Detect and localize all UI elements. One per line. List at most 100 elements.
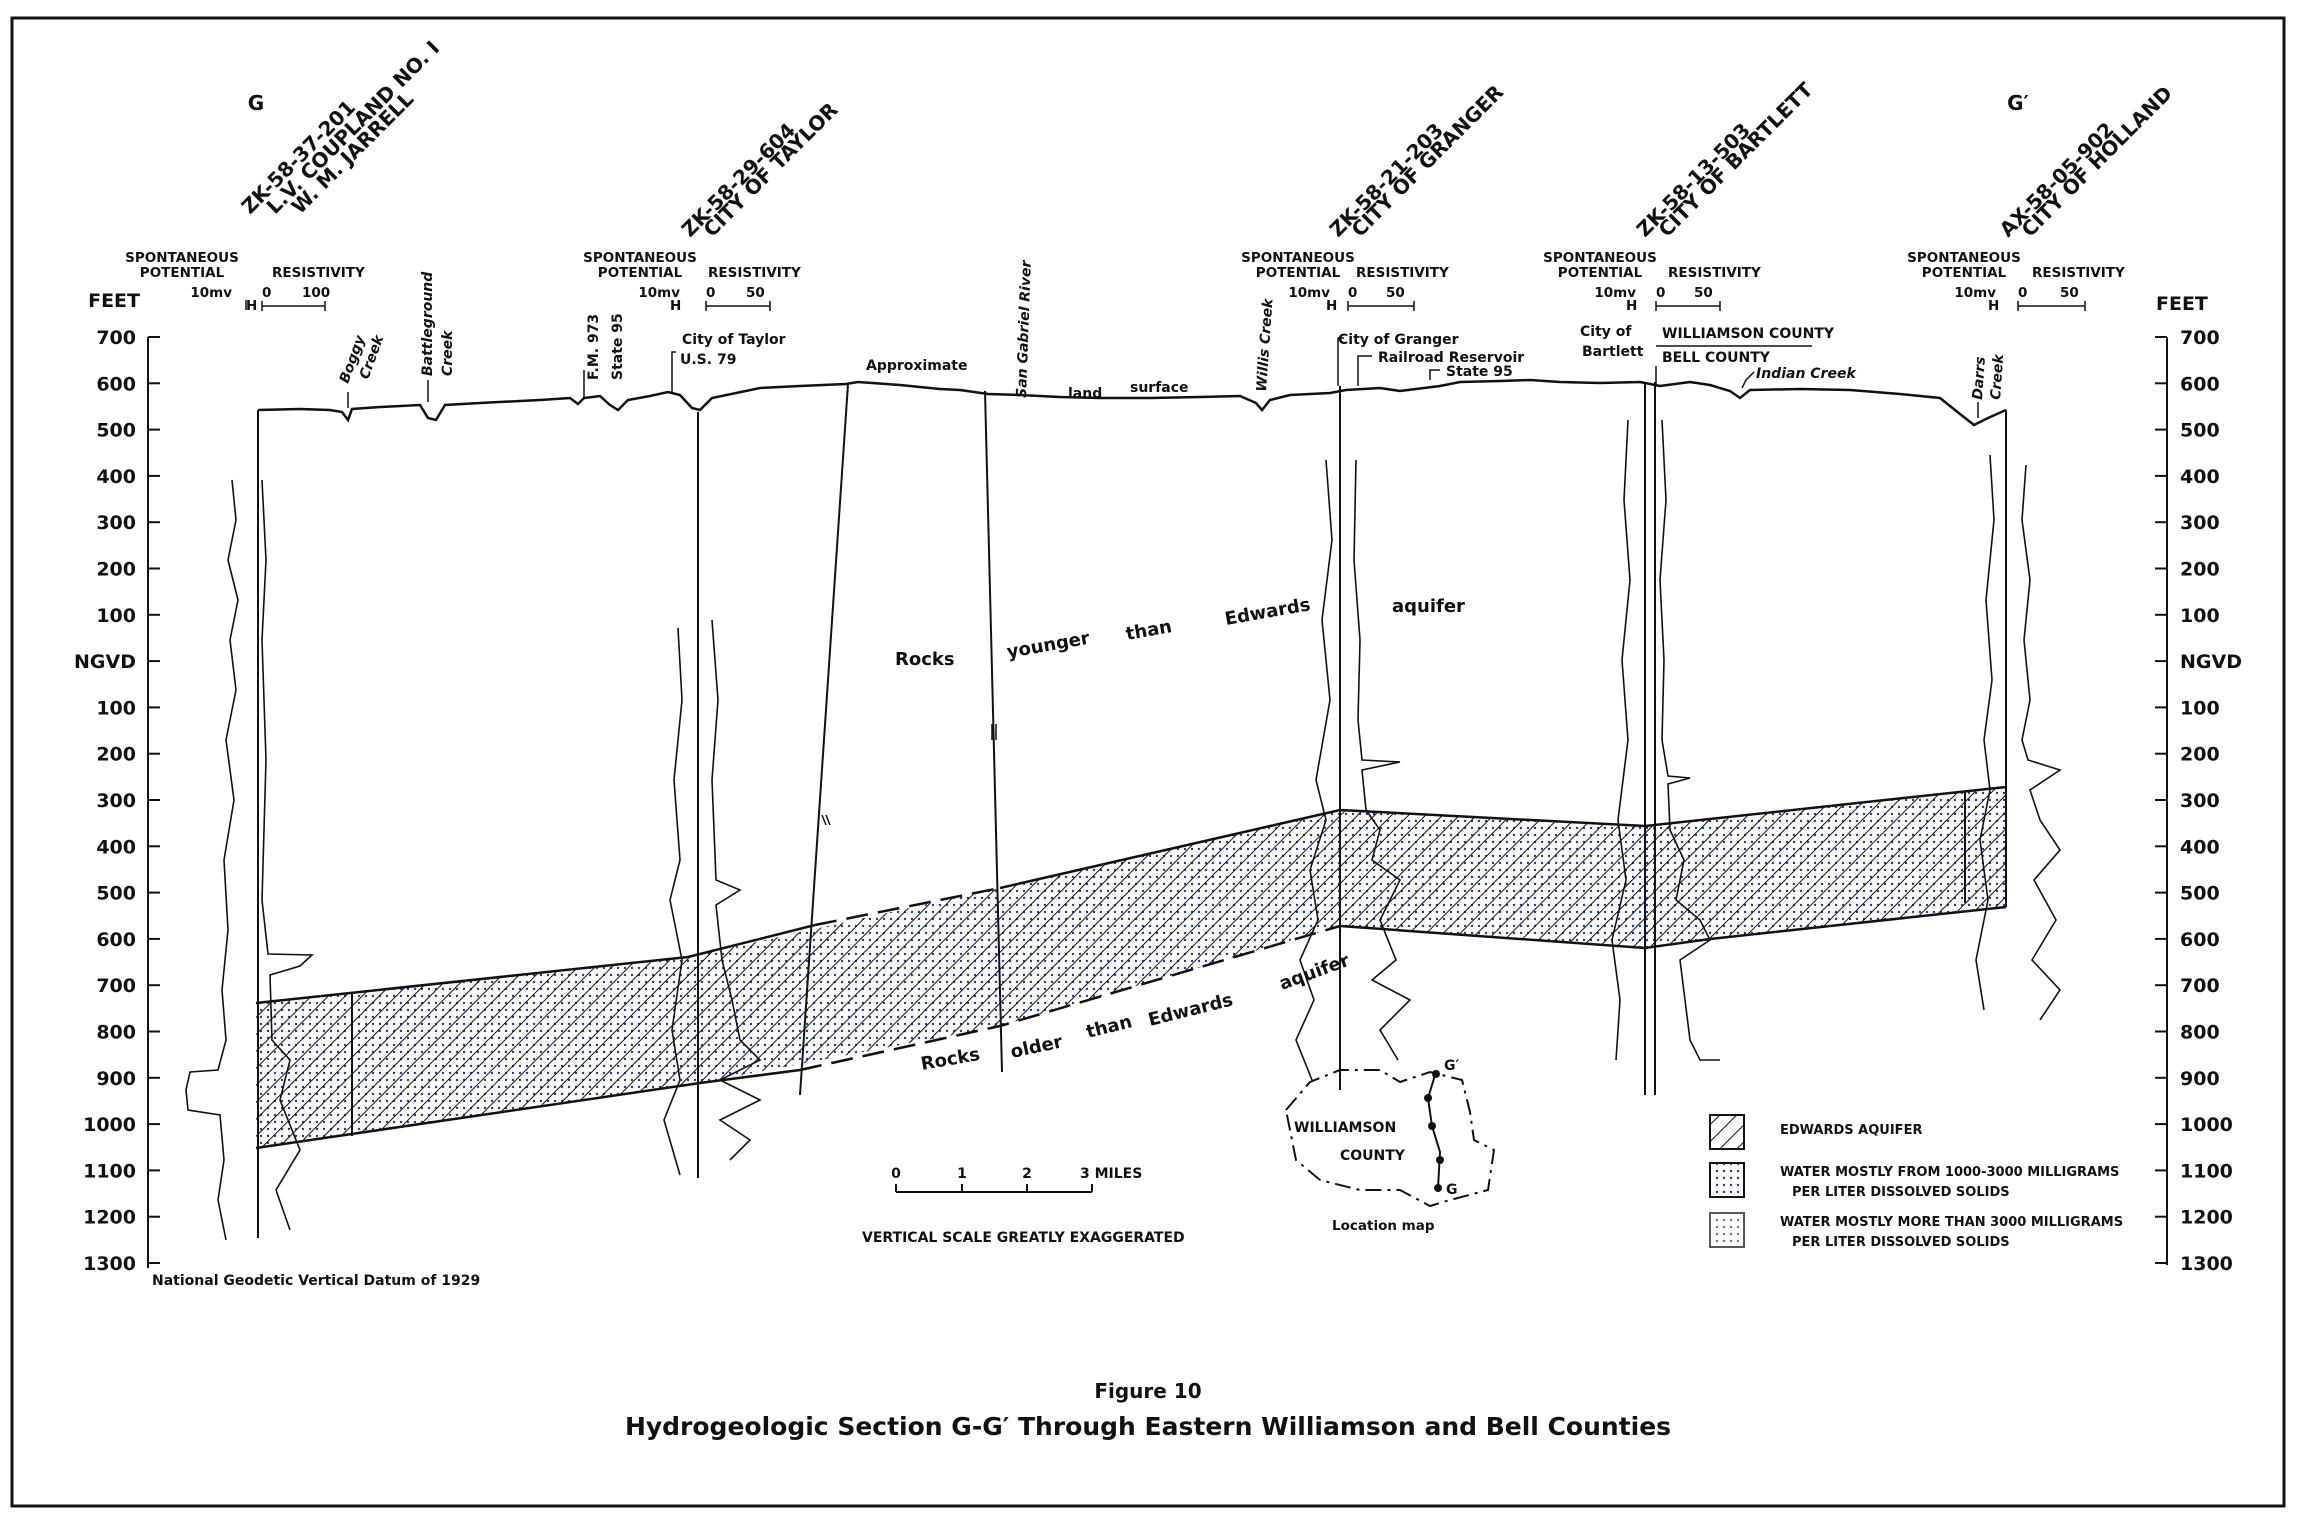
right-axis-tick-label: 100 xyxy=(2180,697,2220,719)
svg-text:San Gabriel River: San Gabriel River xyxy=(1014,259,1035,398)
svg-text:Rocks: Rocks xyxy=(919,1044,981,1075)
svg-text:POTENTIAL: POTENTIAL xyxy=(1558,265,1643,281)
section-start-label: G xyxy=(248,91,264,115)
svg-text:2: 2 xyxy=(1022,1166,1032,1182)
svg-text:Creek: Creek xyxy=(440,329,456,376)
section-end-label: G′ xyxy=(2007,91,2029,115)
svg-text:Rocks: Rocks xyxy=(895,649,955,670)
svg-text:Battleground: Battleground xyxy=(420,271,436,376)
svg-text:ZK-58-21-203: ZK-58-21-203 xyxy=(1325,118,1448,241)
left-axis-unit: FEET xyxy=(88,290,140,312)
well-header-2: ZK-58-29-604 CITY OF TAYLOR xyxy=(677,98,843,242)
svg-text:CITY OF TAYLOR: CITY OF TAYLOR xyxy=(699,98,843,242)
left-axis-tick-label: 500 xyxy=(96,420,136,442)
faults xyxy=(799,383,1003,1096)
svg-text:L.V. COUPLAND NO. I: L.V. COUPLAND NO. I xyxy=(262,36,445,219)
svg-text:than: than xyxy=(1124,616,1173,645)
left-axis-tick-label: 100 xyxy=(96,605,136,627)
svg-text:Location map: Location map xyxy=(1332,1218,1435,1234)
right-depth-axis: FEET 700600500400300200100NGVD1002003004… xyxy=(2155,293,2242,1275)
svg-text:POTENTIAL: POTENTIAL xyxy=(140,265,225,281)
svg-text:CITY OF BARTLETT: CITY OF BARTLETT xyxy=(1654,77,1818,241)
svg-text:10mv: 10mv xyxy=(1954,285,1996,301)
legend-swatch-1000-3000 xyxy=(1709,1162,1745,1198)
right-axis-tick-label: NGVD xyxy=(2180,651,2242,673)
left-axis-tick-label: 400 xyxy=(96,466,136,488)
right-axis-tick-label: 1300 xyxy=(2180,1253,2233,1275)
log-scale-header-1: SPONTANEOUS POTENTIAL 10mv H RESISTIVITY… xyxy=(125,250,365,314)
right-axis-tick-label: 900 xyxy=(2180,1068,2220,1090)
svg-text:SPONTANEOUS: SPONTANEOUS xyxy=(1241,250,1355,266)
svg-text:RESISTIVITY: RESISTIVITY xyxy=(272,265,365,281)
right-axis-tick-label: 300 xyxy=(2180,512,2220,534)
log-scale-header-4: SPONTANEOUS POTENTIAL 10mv H RESISTIVITY… xyxy=(1543,250,1761,314)
left-axis-tick-label: 1300 xyxy=(83,1253,136,1275)
svg-text:U.S. 79: U.S. 79 xyxy=(680,352,736,368)
left-axis-tick-label: 300 xyxy=(96,512,136,534)
svg-text:0: 0 xyxy=(891,1166,901,1182)
right-axis-tick-label: 1000 xyxy=(2180,1114,2233,1136)
svg-text:100: 100 xyxy=(302,285,330,301)
svg-text:Bartlett: Bartlett xyxy=(1582,344,1644,360)
scale-bar: 0 1 2 3 MILES VERTICAL SCALE GREATLY EXA… xyxy=(862,1166,1185,1246)
left-axis-tick-label: 1000 xyxy=(83,1114,136,1136)
svg-text:G: G xyxy=(1446,1182,1458,1198)
svg-text:SPONTANEOUS: SPONTANEOUS xyxy=(583,250,697,266)
svg-text:Indian Creek: Indian Creek xyxy=(1756,366,1857,382)
svg-text:CITY OF HOLLAND: CITY OF HOLLAND xyxy=(2017,81,2177,241)
right-axis-tick-label: 500 xyxy=(2180,883,2220,905)
svg-text:Willis Creek: Willis Creek xyxy=(1254,296,1277,392)
left-axis-tick-label: 900 xyxy=(96,1068,136,1090)
svg-text:SPONTANEOUS: SPONTANEOUS xyxy=(125,250,239,266)
svg-text:3 MILES: 3 MILES xyxy=(1080,1166,1142,1182)
svg-text:WATER MOSTLY MORE THAN 3000 MI: WATER MOSTLY MORE THAN 3000 MILLIGRAMS xyxy=(1780,1215,2123,1230)
log-scale-header-3: SPONTANEOUS POTENTIAL 10mv H RESISTIVITY… xyxy=(1241,250,1449,314)
svg-text:City of: City of xyxy=(1580,324,1632,340)
svg-text:POTENTIAL: POTENTIAL xyxy=(1922,265,2007,281)
svg-text:10mv: 10mv xyxy=(1288,285,1330,301)
svg-text:SPONTANEOUS: SPONTANEOUS xyxy=(1907,250,2021,266)
svg-text:50: 50 xyxy=(1694,285,1713,301)
well-header-1: ZK-58-37-201 L.V. COUPLAND NO. I W. M. J… xyxy=(237,36,445,219)
edwards-aquifer-band xyxy=(255,785,2007,1150)
figure-frame xyxy=(10,16,2286,1508)
right-axis-tick-label: 400 xyxy=(2180,836,2220,858)
svg-text:Approximate: Approximate xyxy=(866,358,967,374)
svg-text:50: 50 xyxy=(2060,285,2079,301)
svg-text:PER LITER DISSOLVED SOLIDS: PER LITER DISSOLVED SOLIDS xyxy=(1792,1185,2010,1200)
left-axis-tick-label: 600 xyxy=(96,929,136,951)
svg-text:0: 0 xyxy=(706,285,715,301)
svg-text:State 95: State 95 xyxy=(1446,364,1513,380)
figure-title: Hydrogeologic Section G-G′ Through Easte… xyxy=(625,1412,1671,1441)
legend-swatch-edwards xyxy=(1709,1114,1745,1150)
svg-text:EDWARDS AQUIFER: EDWARDS AQUIFER xyxy=(1780,1123,1922,1138)
svg-text:Edwards: Edwards xyxy=(1223,594,1312,630)
right-axis-tick-label: 200 xyxy=(2180,559,2220,581)
right-axis-tick-label: 500 xyxy=(2180,420,2220,442)
vertical-scale-note: VERTICAL SCALE GREATLY EXAGGERATED xyxy=(862,1230,1185,1246)
location-map: G′ G WILLIAMSON COUNTY Location map xyxy=(1284,1058,1496,1234)
right-axis-tick-label: 600 xyxy=(2180,373,2220,395)
left-axis-tick-label: 700 xyxy=(96,327,136,349)
svg-text:AX-58-05-902: AX-58-05-902 xyxy=(1995,117,2119,241)
datum-note: National Geodetic Vertical Datum of 1929 xyxy=(152,1273,480,1289)
svg-text:surface: surface xyxy=(1130,380,1189,396)
right-axis-tick-label: 300 xyxy=(2180,790,2220,812)
svg-text:WATER MOSTLY FROM 1000-3000 MI: WATER MOSTLY FROM 1000-3000 MILLIGRAMS xyxy=(1780,1165,2119,1180)
svg-text:10mv: 10mv xyxy=(1594,285,1636,301)
log-scale-header-2: SPONTANEOUS POTENTIAL 10mv H RESISTIVITY… xyxy=(583,250,801,314)
left-depth-axis: FEET 700600500400300200100NGVD1002003004… xyxy=(74,290,160,1275)
log-scale-header-5: SPONTANEOUS POTENTIAL 10mv H RESISTIVITY… xyxy=(1907,250,2125,314)
svg-text:WILLIAMSON: WILLIAMSON xyxy=(1294,1120,1396,1136)
left-axis-tick-label: 400 xyxy=(96,836,136,858)
right-axis-tick-label: 600 xyxy=(2180,929,2220,951)
svg-text:WILLIAMSON COUNTY: WILLIAMSON COUNTY xyxy=(1662,326,1835,342)
svg-text:ZK-58-13-503: ZK-58-13-503 xyxy=(1632,118,1755,241)
svg-text:H: H xyxy=(1326,298,1337,314)
svg-text:POTENTIAL: POTENTIAL xyxy=(598,265,683,281)
left-axis-tick-label: 200 xyxy=(96,559,136,581)
svg-text:land: land xyxy=(1068,386,1102,402)
svg-text:older: older xyxy=(1009,1031,1065,1062)
svg-text:PER LITER DISSOLVED SOLIDS: PER LITER DISSOLVED SOLIDS xyxy=(1792,1235,2010,1250)
